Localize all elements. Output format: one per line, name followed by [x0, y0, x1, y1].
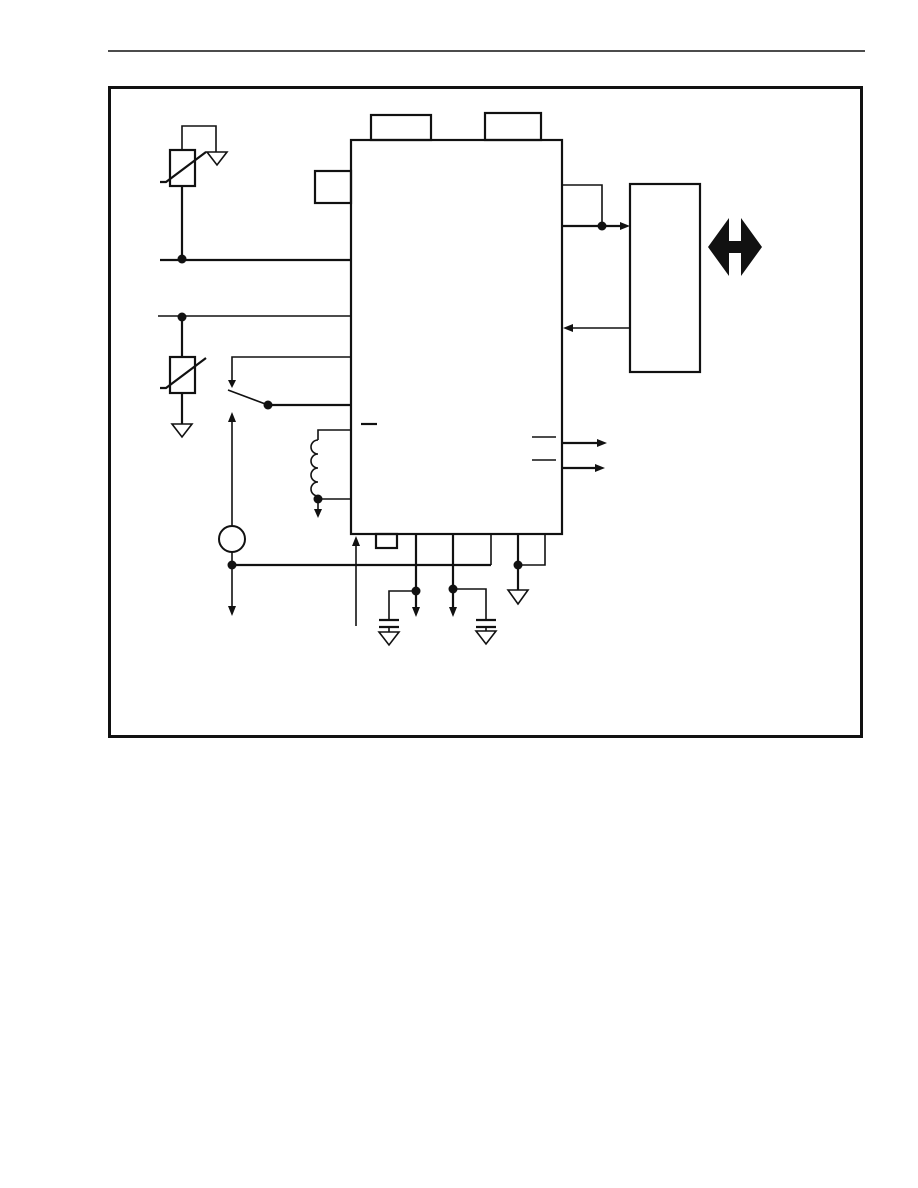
capacitor-right [448, 534, 498, 646]
wire-feedback-arrow [563, 324, 630, 332]
ground-symbol-lower-thermistor [170, 423, 194, 439]
ic-bottom-pin-tab [374, 532, 399, 550]
ic-top-tab-right [483, 111, 543, 142]
thermistor-lower [160, 317, 207, 424]
wire-output-lower-1 [562, 439, 607, 447]
capacitor-left [377, 534, 421, 647]
wire-vertical-input-arrow [352, 536, 360, 626]
bidirectional-bus-arrow [708, 218, 762, 276]
ic-side-tab-left [313, 169, 353, 205]
thermistor-upper [160, 125, 217, 188]
main-ic-body [349, 138, 564, 536]
wire-output-upper [562, 184, 630, 231]
ground-branch-ic [506, 534, 546, 606]
bus-interface-block [628, 182, 702, 374]
figure-frame [108, 86, 863, 738]
wire-output-lower-2 [562, 464, 605, 472]
junction-dot [177, 254, 187, 264]
switch [227, 356, 351, 410]
inductor [310, 429, 351, 518]
ground-symbol-upper-thermistor [205, 151, 229, 167]
signal-source [218, 412, 246, 616]
ic-top-tab-left [369, 113, 433, 142]
